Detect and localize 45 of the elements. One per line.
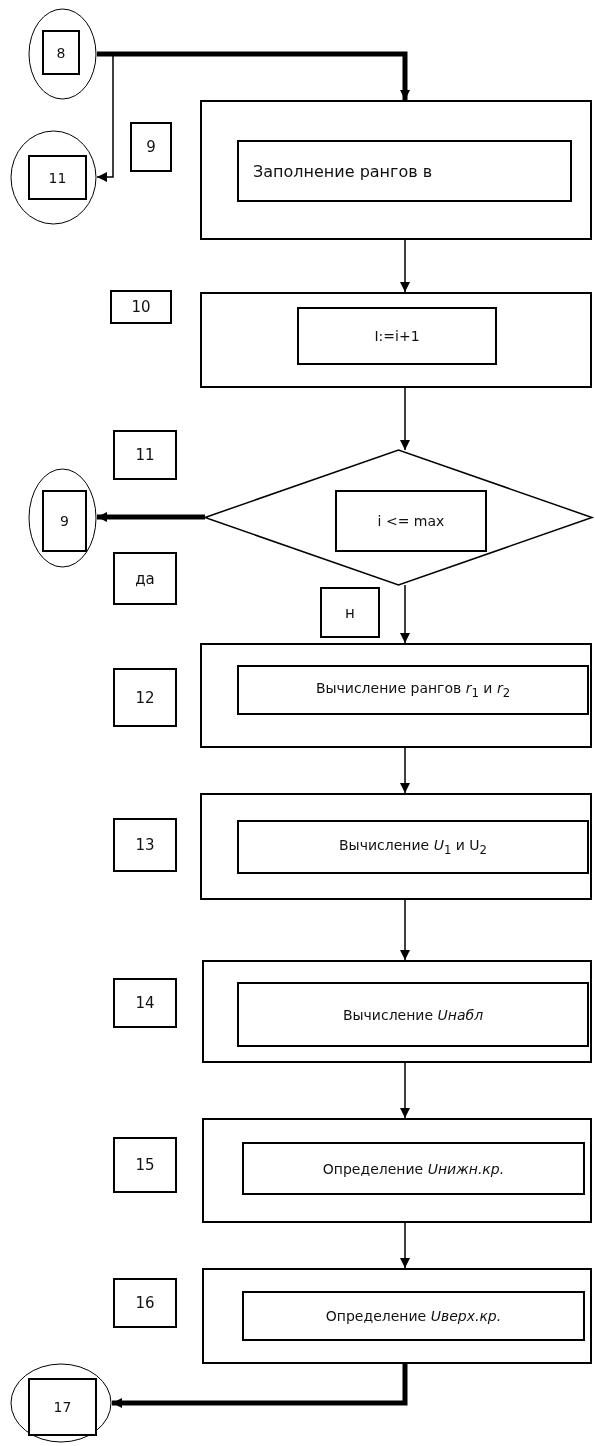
arrow [400, 747, 410, 794]
process-text: Определение Uнижн.кр. [242, 1142, 585, 1195]
arrow [96, 53, 114, 182]
step-number: 15 [113, 1137, 177, 1193]
process-text: I:=i+1 [297, 307, 497, 365]
process-text: Определение Uверх.кр. [242, 1291, 585, 1341]
process-text: Вычисление рангов r$_{1}$ и r$_{2}$ [237, 665, 589, 715]
process-box [200, 292, 592, 388]
connector-number: 11 [28, 155, 87, 200]
step-number: 14 [113, 978, 177, 1028]
process-box [202, 1268, 592, 1364]
process-box [200, 793, 592, 900]
step-number: 16 [113, 1278, 177, 1328]
connector-number: 17 [28, 1378, 97, 1436]
step-number: 9 [130, 122, 172, 172]
connector-circle [28, 8, 97, 100]
process-text: Вычисление U$_{1}$ и U$_{2}$ [237, 820, 589, 874]
step-number: да [113, 552, 177, 605]
process-box [200, 100, 592, 240]
process-box [202, 960, 592, 1063]
step-number: н [320, 587, 380, 638]
arrow [112, 1364, 408, 1408]
step-number: 11 [113, 430, 177, 480]
process-box [202, 1118, 592, 1223]
step-number: 12 [113, 668, 177, 727]
arrow [400, 1062, 410, 1119]
arrow [400, 1222, 410, 1269]
connector-number: 8 [42, 30, 80, 75]
step-number: 10 [110, 290, 172, 324]
connector-circle [10, 130, 97, 225]
process-text: Вычисление Uнабл [237, 982, 589, 1047]
arrow [97, 512, 205, 522]
step-number: 13 [113, 818, 177, 872]
process-text: i <= max [335, 490, 487, 552]
connector-number: 9 [42, 490, 87, 552]
connector-circle [28, 468, 97, 568]
arrow [400, 239, 410, 293]
arrow [97, 51, 410, 100]
process-text: Заполнение рангов в [237, 140, 572, 202]
decision-diamond [205, 450, 592, 585]
connector-circle [10, 1363, 112, 1443]
arrow [400, 584, 410, 644]
arrow [400, 899, 410, 961]
process-box [200, 643, 592, 748]
arrow [400, 387, 410, 451]
